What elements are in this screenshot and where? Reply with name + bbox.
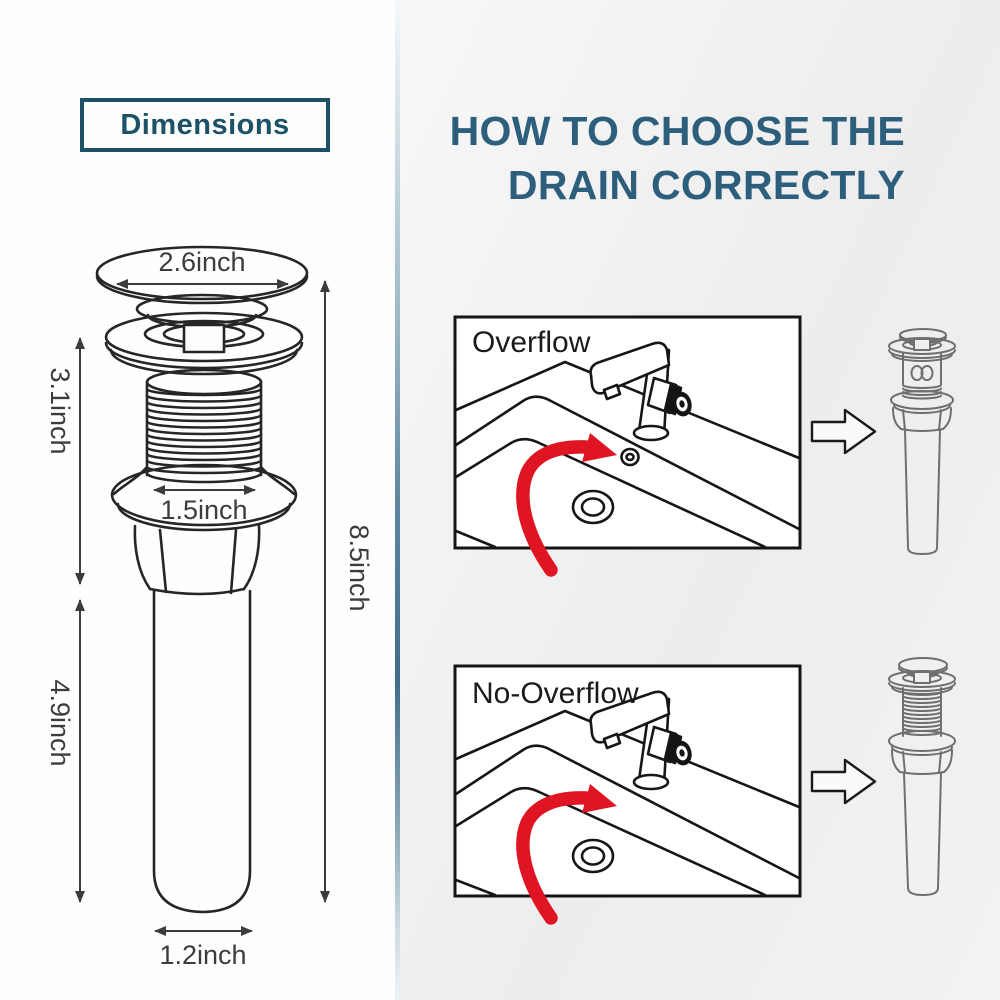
drain-with-overflow-illustration [888, 328, 956, 555]
dimension-lines [75, 279, 330, 936]
page-title: HOW TO CHOOSE THE DRAIN CORRECTLY [450, 104, 905, 212]
red-curved-arrow-icon [516, 433, 617, 577]
block-arrow-right-icon [810, 408, 877, 455]
how-to-choose-illustrations: Overflow [453, 315, 956, 925]
overflow-hole [620, 447, 640, 467]
dim-thread-diameter: 1.5inch [160, 495, 247, 525]
dimensions-title-box: Dimensions [80, 98, 330, 152]
overflow-label: Overflow [472, 326, 591, 359]
sink-with-overflow-illustration [454, 341, 801, 577]
no-overflow-label: No-Overflow [472, 677, 639, 710]
how-to-choose-panel: HOW TO CHOOSE THE DRAIN CORRECTLY [400, 0, 1000, 1000]
dimensions-panel: Dimensions [0, 0, 395, 1000]
page-title-line2: DRAIN CORRECTLY [507, 162, 905, 208]
dim-tailpipe-diameter: 1.2inch [159, 940, 246, 970]
dim-cap-diameter: 2.6inch [158, 247, 245, 277]
red-curved-arrow-icon [516, 784, 617, 925]
sink-without-overflow-illustration [454, 690, 801, 925]
dim-thread-section-length: 3.1inch [45, 367, 75, 454]
dim-tailpipe-length: 4.9inch [45, 679, 75, 766]
page-title-line1: HOW TO CHOOSE THE [449, 108, 905, 154]
panel-divider [395, 0, 400, 1000]
sink-drain-hole [571, 489, 615, 525]
faucet-icon [589, 690, 692, 791]
block-arrow-right-icon [810, 758, 877, 805]
faucet-icon [589, 341, 692, 442]
dimensions-title: Dimensions [120, 108, 290, 141]
popup-drain-outline [95, 245, 309, 914]
drain-technical-drawing: 2.6inch 3.1inch 4.9inch 8.5inch 1.5inch … [45, 245, 374, 970]
dim-overall-height: 8.5inch [344, 524, 374, 611]
drain-without-overflow-illustration [888, 657, 956, 896]
sink-drain-hole [571, 838, 615, 874]
